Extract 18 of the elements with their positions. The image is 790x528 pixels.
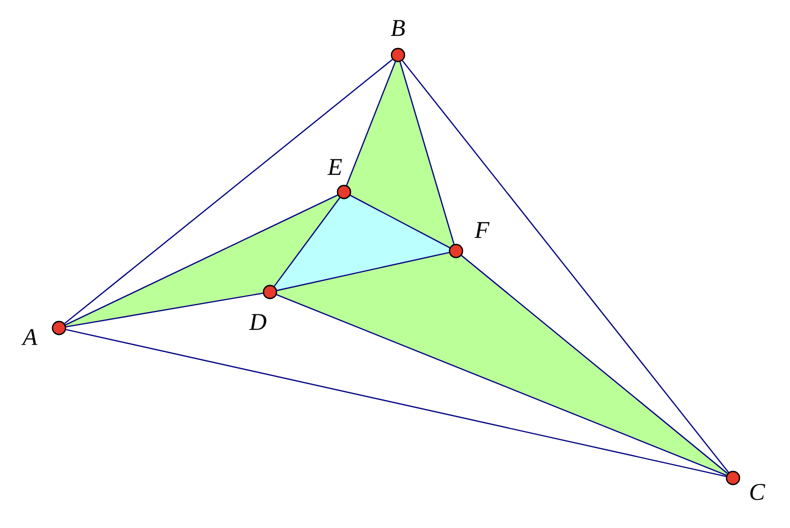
line-segment (402, 60, 730, 473)
line-segment (350, 194, 450, 248)
line-segment (64, 58, 393, 324)
point-label: C (750, 484, 766, 500)
line-segment (65, 194, 338, 326)
point-label: B (390, 20, 405, 36)
line-segment (274, 197, 340, 287)
line-segment (399, 62, 455, 244)
line-segment (276, 294, 727, 476)
point-label: F (474, 222, 490, 238)
point-label: E (327, 159, 342, 175)
line-segment (66, 328, 726, 478)
line-segment (461, 255, 728, 474)
line-segment (276, 252, 450, 292)
line-segment (346, 61, 396, 186)
point-label: D (249, 314, 266, 330)
line-segment (66, 292, 264, 328)
point-label: A (21, 329, 38, 345)
